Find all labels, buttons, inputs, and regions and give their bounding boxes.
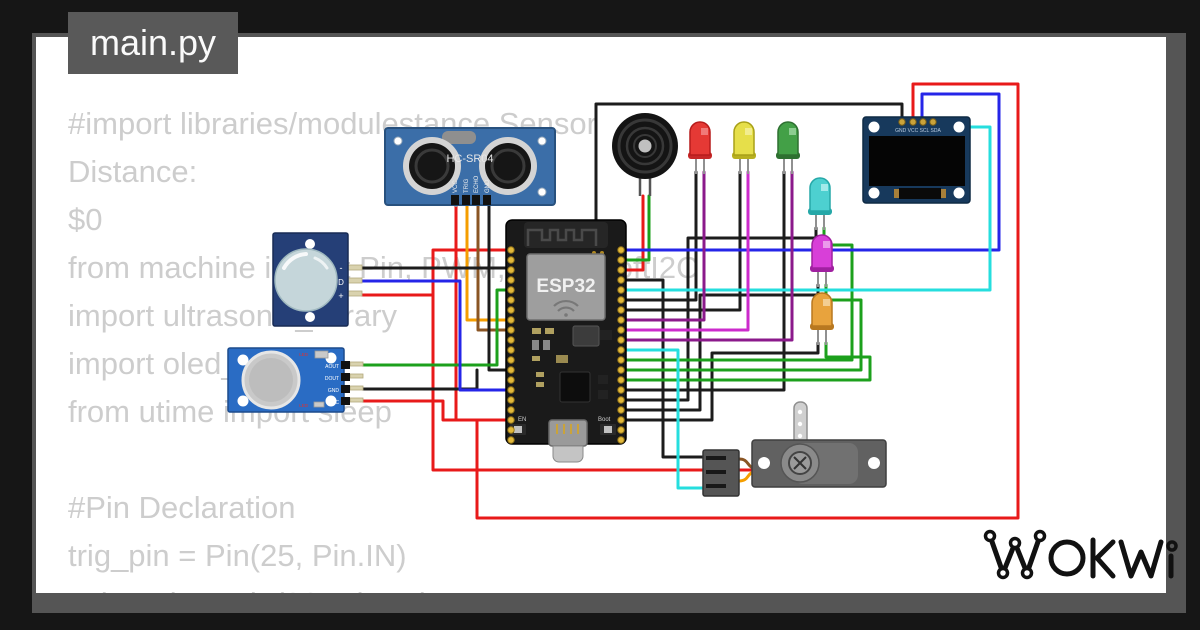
code-line: Distance: <box>68 154 198 189</box>
code-line: import oled_library <box>68 346 323 381</box>
code-line: $0 <box>68 202 103 237</box>
code-line: from machine import Pin, PWM, ADC, SoftI… <box>68 250 699 285</box>
code-line: #import libraries/modulestance Sensor <box>68 106 597 141</box>
code-line <box>68 436 699 484</box>
code-line: trig_pin = Pin(25, Pin.IN) <box>68 538 407 573</box>
code-line: echo_pin = Pin(26, Pin.IN) <box>68 580 699 593</box>
file-tab-mainpy: main.py <box>68 12 239 74</box>
code-line: from utime import sleep <box>68 394 392 429</box>
code-line: import ultrasonic_library <box>68 298 398 333</box>
code-line: #Pin Declaration <box>68 490 296 525</box>
